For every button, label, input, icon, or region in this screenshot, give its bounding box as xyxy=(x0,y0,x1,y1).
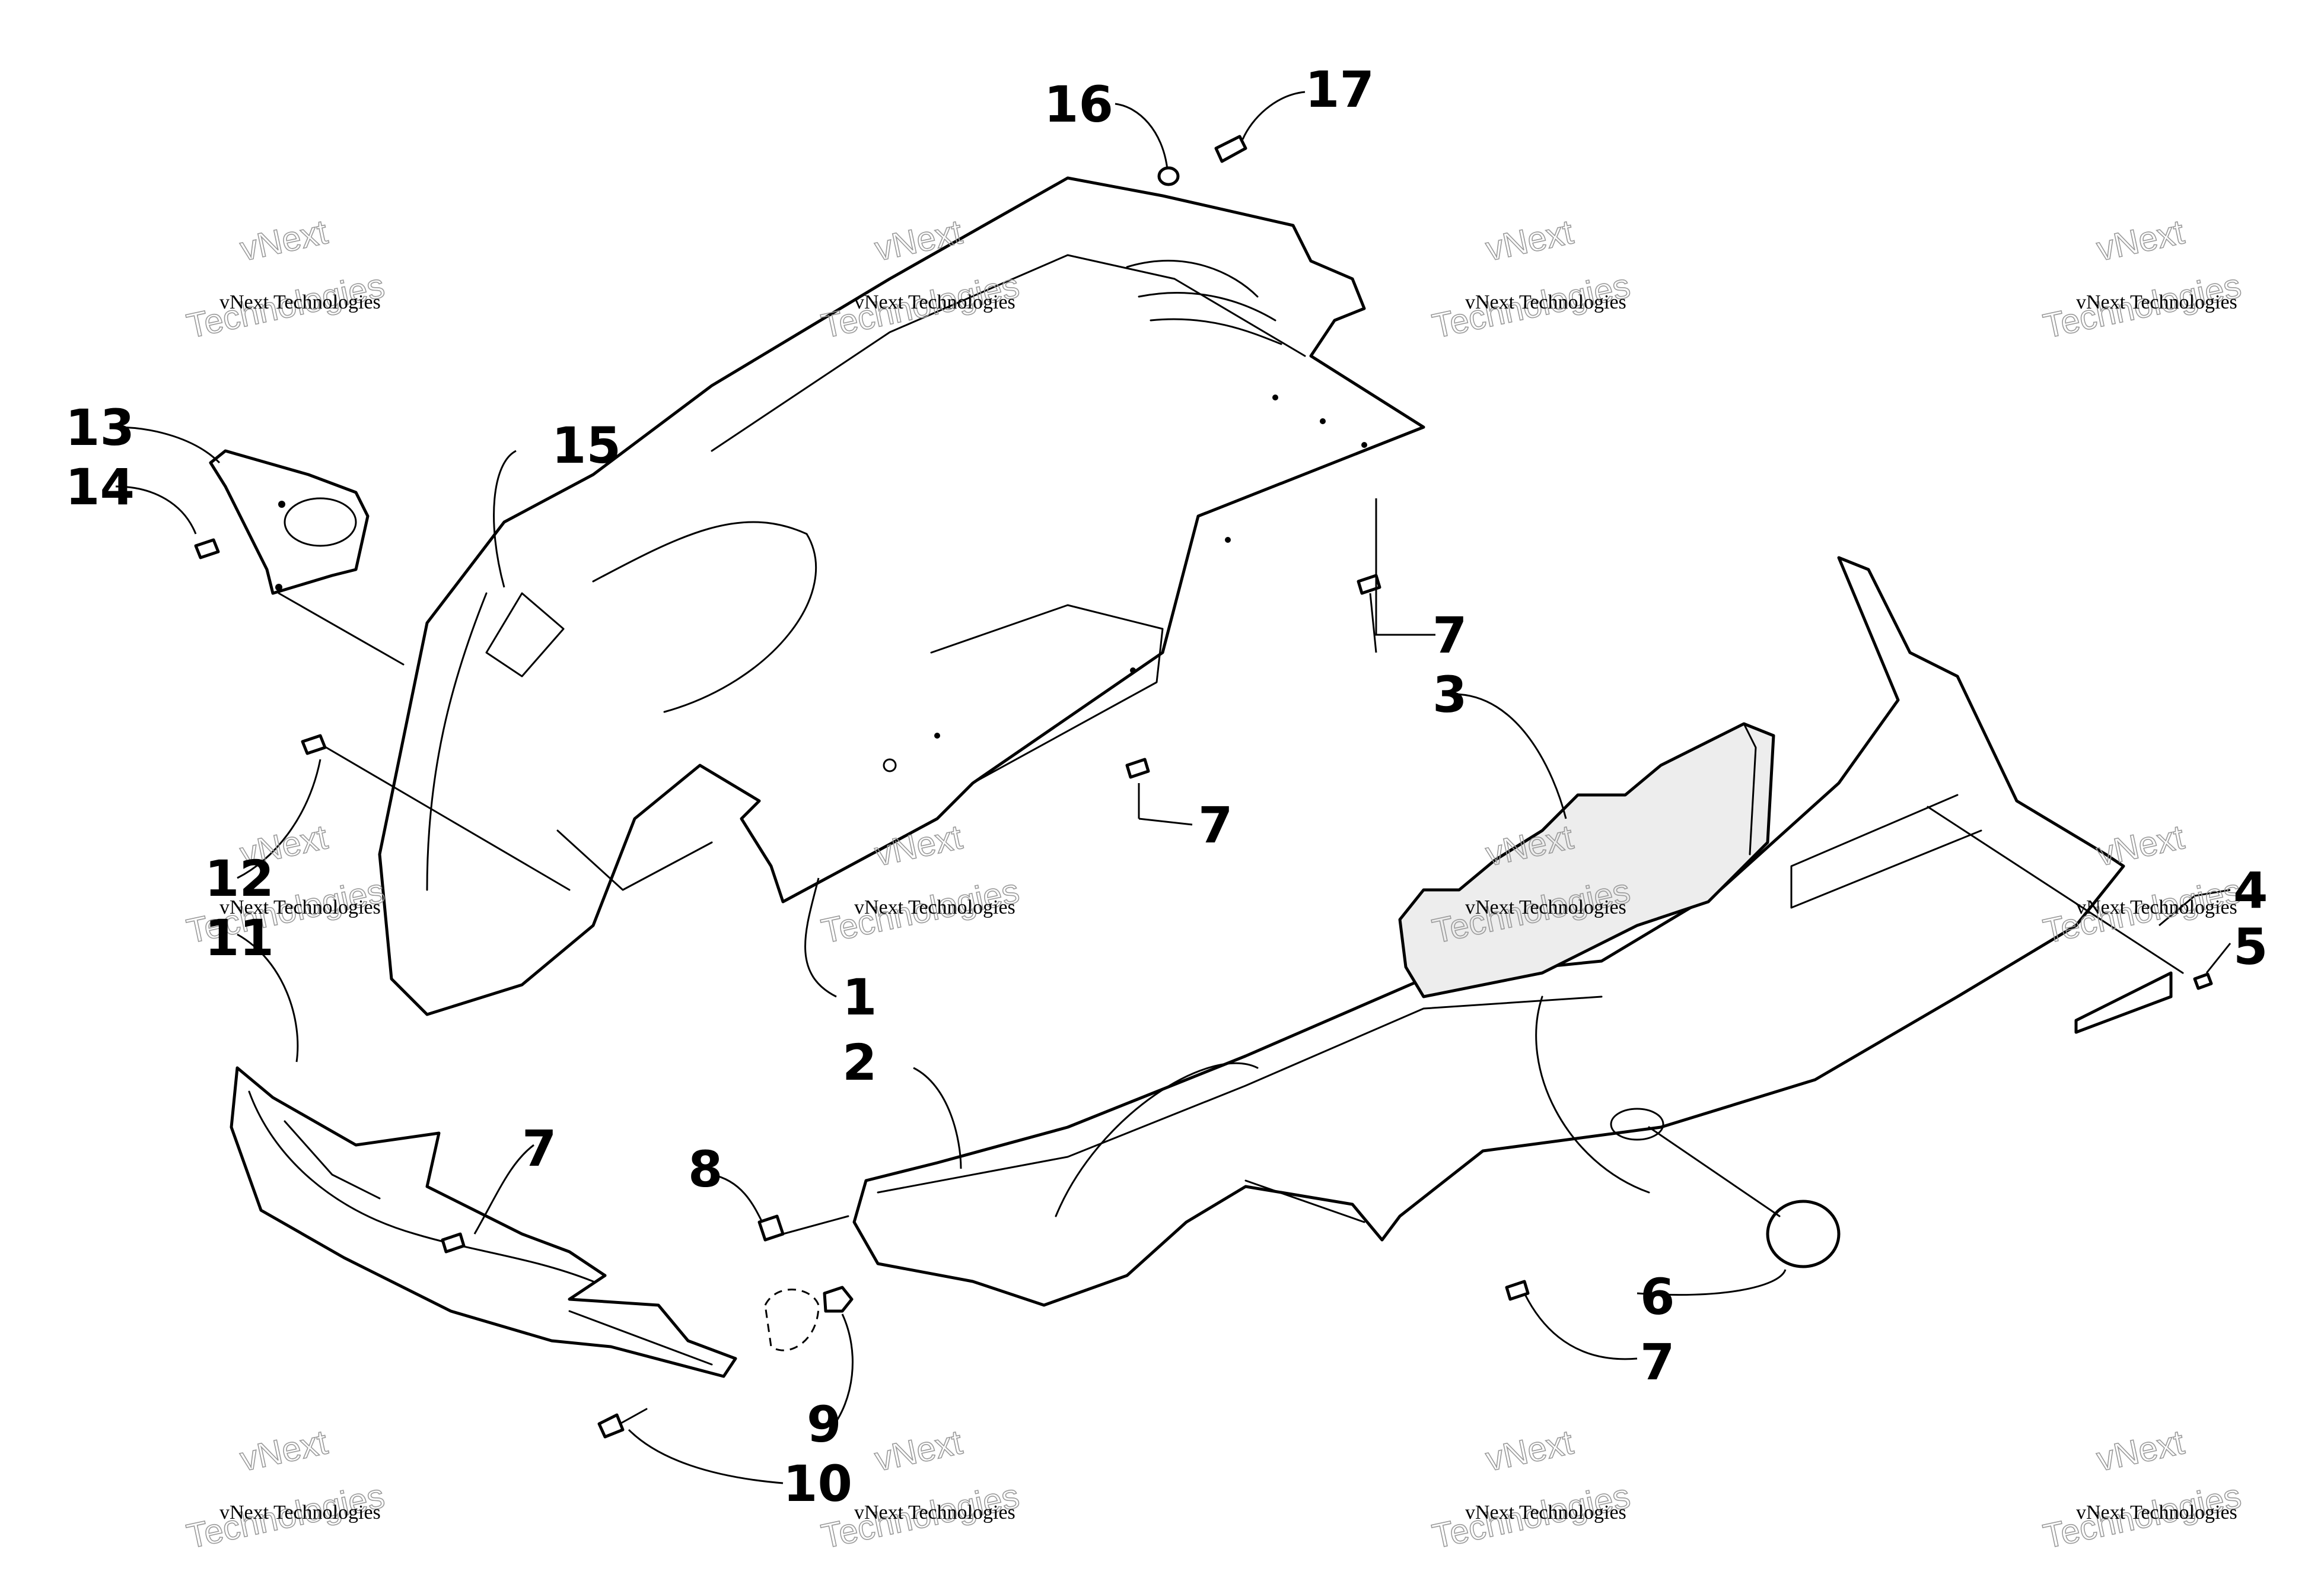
callout-13: 13 xyxy=(65,399,135,457)
callout-9: 9 xyxy=(807,1395,841,1453)
part-9-nut xyxy=(823,1286,854,1313)
callout-16: 16 xyxy=(1044,75,1113,133)
callout-11: 11 xyxy=(205,909,274,967)
watermark-logo-line: vNext xyxy=(237,1423,331,1478)
watermark-text: vNext Technologies xyxy=(219,896,381,918)
callout-4: 4 xyxy=(2233,861,2268,920)
part-11-front-skid xyxy=(230,1066,737,1378)
watermark-text: vNext Technologies xyxy=(854,1502,1015,1523)
part-8-clip xyxy=(757,1214,785,1242)
callout-5: 5 xyxy=(2233,918,2268,976)
callout-7-center: 7 xyxy=(1198,796,1233,854)
part-7-screw-a xyxy=(1357,574,1381,595)
watermark-text: vNext Technologies xyxy=(1465,291,1626,313)
callout-14: 14 xyxy=(65,458,135,516)
watermark-logo-line: vNext xyxy=(2093,818,2188,873)
part-2-lower-belly-pan xyxy=(852,556,2125,1307)
part-10-bolt xyxy=(597,1408,648,1439)
gasket-outline xyxy=(764,1289,820,1351)
leader-lines xyxy=(115,91,2231,1484)
watermark-logo-line: vNext xyxy=(1482,1423,1577,1478)
part-4-reflector xyxy=(2074,971,2173,1034)
watermark-text: vNext Technologies xyxy=(219,291,381,313)
callout-2: 2 xyxy=(842,1033,877,1092)
part-7-screw-c xyxy=(441,1232,466,1254)
part-16-washer xyxy=(1157,166,1180,186)
part-1-belly-pan xyxy=(378,176,1425,1016)
watermark-text: vNext Technologies xyxy=(1465,1502,1626,1523)
watermark-logo-line: vNext xyxy=(2093,212,2188,268)
part-3-foam-pad xyxy=(1398,722,1775,998)
part-7-screw-b xyxy=(1125,758,1150,779)
watermark-logo-line: vNext xyxy=(1482,212,1577,268)
callout-1: 1 xyxy=(842,968,877,1026)
part-5-screw xyxy=(2193,972,2213,990)
callout-7-skid: 7 xyxy=(522,1119,556,1178)
callout-17: 17 xyxy=(1305,61,1374,119)
callout-12: 12 xyxy=(205,850,274,908)
part-17-screw xyxy=(1214,135,1247,163)
watermark-logo-line: vNext xyxy=(871,1423,966,1478)
callout-labels: 16 17 13 14 15 7 3 7 12 11 1 2 4 5 7 8 6… xyxy=(65,61,2268,1513)
part-7-screw-d xyxy=(1505,1280,1530,1301)
part-6-plug xyxy=(1766,1200,1841,1268)
watermark-text: vNext Technologies xyxy=(2076,291,2237,313)
watermark-logo-line: vNext xyxy=(2093,1423,2188,1478)
callout-10: 10 xyxy=(783,1455,852,1513)
callout-7-upper-right: 7 xyxy=(1432,606,1467,664)
watermark-text: vNext Technologies xyxy=(854,896,1015,918)
part-13-boot xyxy=(209,449,370,595)
part-14-screw xyxy=(194,538,220,559)
watermark-text: vNext Technologies xyxy=(854,291,1015,313)
part-12-screw xyxy=(301,734,327,755)
watermark-text: vNext Technologies xyxy=(2076,1502,2237,1523)
watermark-logo-line: vNext xyxy=(237,212,331,268)
watermark-text: vNext Technologies xyxy=(219,1502,381,1523)
callout-6: 6 xyxy=(1640,1268,1674,1326)
watermark-text: vNext Technologies xyxy=(1465,896,1626,918)
callout-7-lower: 7 xyxy=(1640,1333,1674,1391)
watermark-text: vNext Technologies xyxy=(2076,896,2237,918)
callout-3: 3 xyxy=(1432,666,1467,724)
callout-8: 8 xyxy=(688,1140,722,1198)
callout-15: 15 xyxy=(552,416,621,475)
